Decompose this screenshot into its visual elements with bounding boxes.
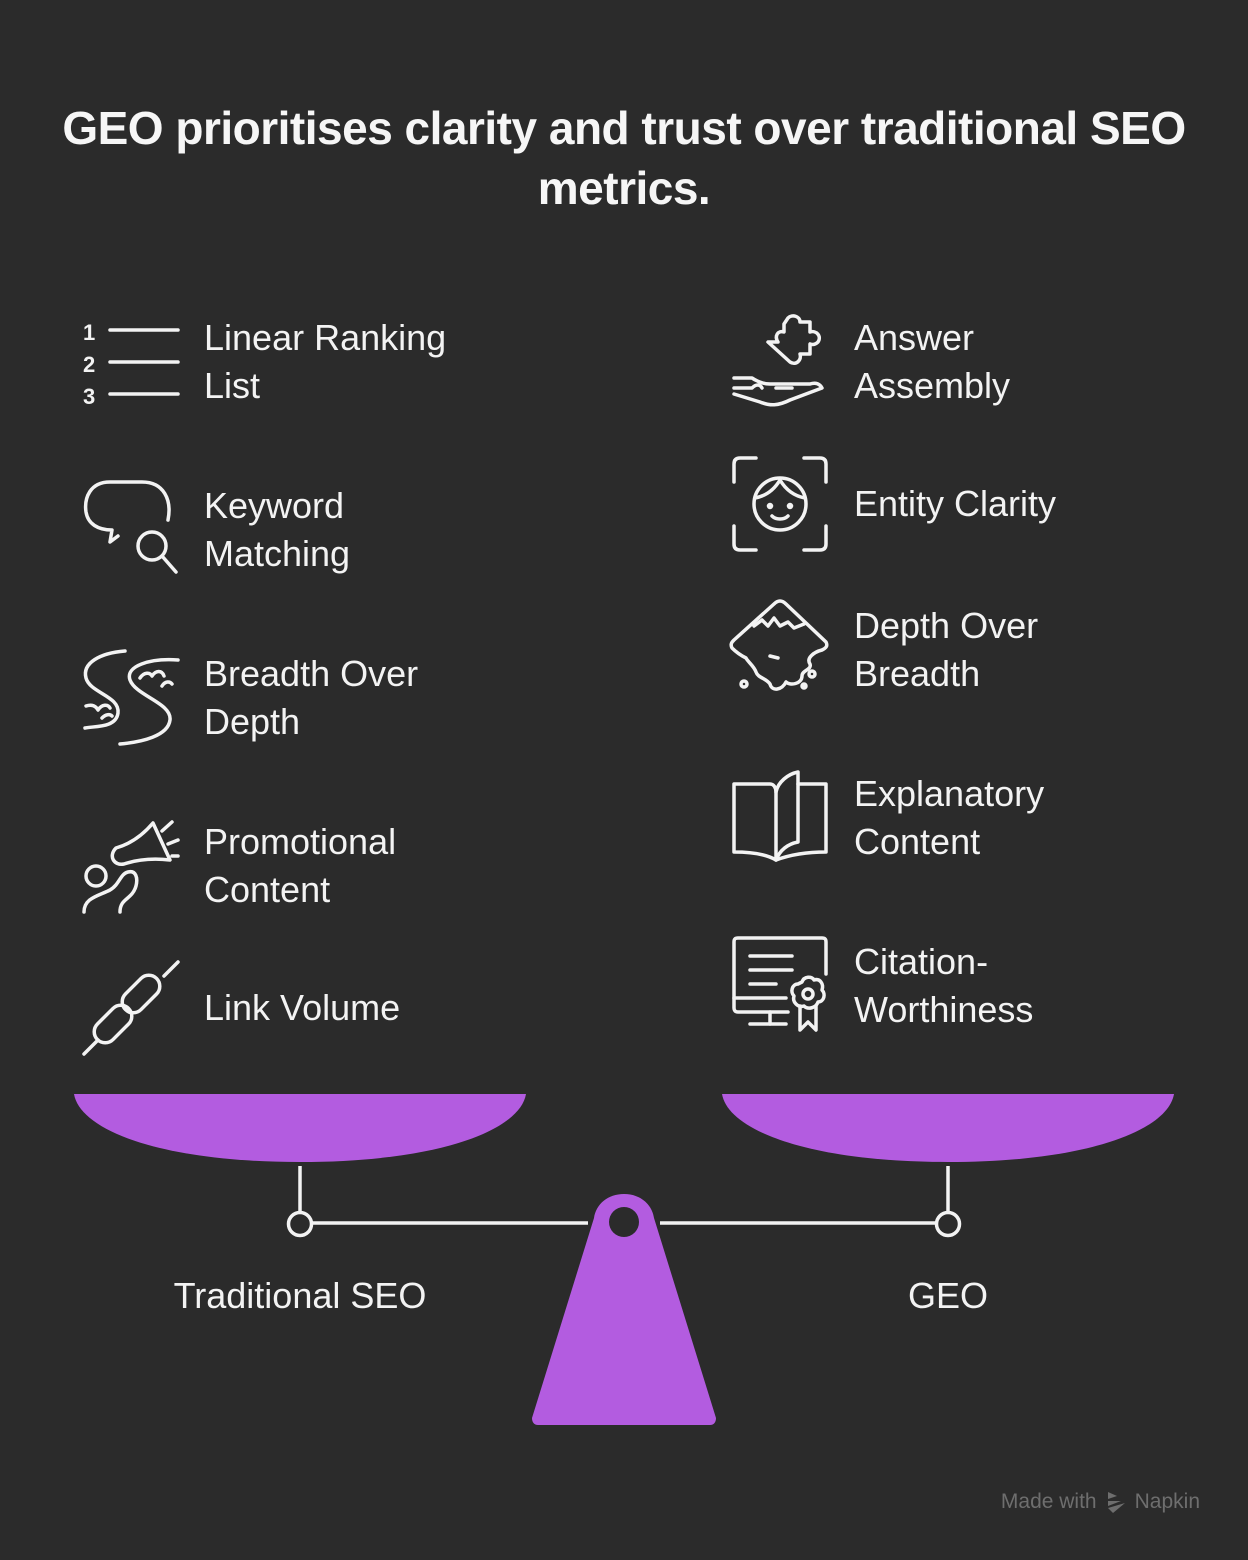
- hand-puzzle-piece-icon: [730, 312, 830, 412]
- left-item-breadth-over-depth: Breadth Over Depth: [80, 648, 464, 748]
- item-label: Explanatory Content: [854, 773, 1045, 862]
- fulcrum: [532, 1194, 716, 1425]
- speech-bubble-search-icon: [80, 480, 180, 580]
- person-megaphone-icon: [80, 816, 180, 916]
- right-item-answer-assembly: Answer Assembly: [730, 312, 1054, 412]
- right-item-explanatory-content: Explanatory Content: [730, 768, 1094, 868]
- napkin-watermark[interactable]: Made with Napkin: [1001, 1490, 1200, 1514]
- right-item-citation-worthiness: Citation-Worthiness: [730, 936, 1094, 1036]
- item-label: Breadth Over Depth: [204, 653, 419, 742]
- item-label: Linear Ranking List: [204, 317, 447, 406]
- right-item-entity-clarity: Entity Clarity: [730, 454, 1114, 554]
- left-item-linear-ranking-list: 1 2 3 Linear Ranking List: [80, 312, 484, 412]
- item-label: Promotional Content: [204, 821, 397, 910]
- certificate-monitor-icon: [730, 936, 830, 1036]
- left-item-keyword-matching: Keyword Matching: [80, 480, 404, 580]
- chain-links-icon: [80, 958, 180, 1058]
- left-item-link-volume: Link Volume: [80, 958, 464, 1058]
- item-label: Entity Clarity: [854, 483, 1057, 524]
- traditional-seo-label: Traditional SEO: [173, 1275, 427, 1316]
- right-item-depth-over-breadth: Depth Over Breadth: [730, 600, 1074, 700]
- svg-text:1: 1: [83, 320, 95, 345]
- right-pan: [722, 1094, 1174, 1162]
- item-label: Citation-Worthiness: [854, 941, 1034, 1030]
- svg-text:3: 3: [83, 384, 95, 409]
- made-with-text: Made with: [1000, 1490, 1097, 1513]
- item-label: Depth Over Breadth: [854, 605, 1039, 694]
- item-label: Answer Assembly: [854, 317, 1011, 406]
- face-scan-icon: [730, 454, 830, 554]
- geo-label: GEO: [907, 1275, 988, 1316]
- page-title: GEO prioritises clarity and trust over t…: [62, 102, 1186, 214]
- left-pan: [74, 1094, 526, 1162]
- napkin-logo-icon: [1107, 1492, 1125, 1513]
- napkin-brand-text: Napkin: [1134, 1490, 1200, 1513]
- item-label: Keyword Matching: [204, 485, 351, 574]
- iceberg-icon: [730, 600, 830, 700]
- open-book-icon: [730, 768, 830, 868]
- left-item-promotional-content: Promotional Content: [80, 816, 464, 916]
- numbered-list-icon: 1 2 3: [80, 312, 180, 412]
- svg-text:2: 2: [83, 352, 95, 377]
- winding-river-birds-icon: [80, 648, 180, 748]
- item-label: Link Volume: [204, 987, 401, 1028]
